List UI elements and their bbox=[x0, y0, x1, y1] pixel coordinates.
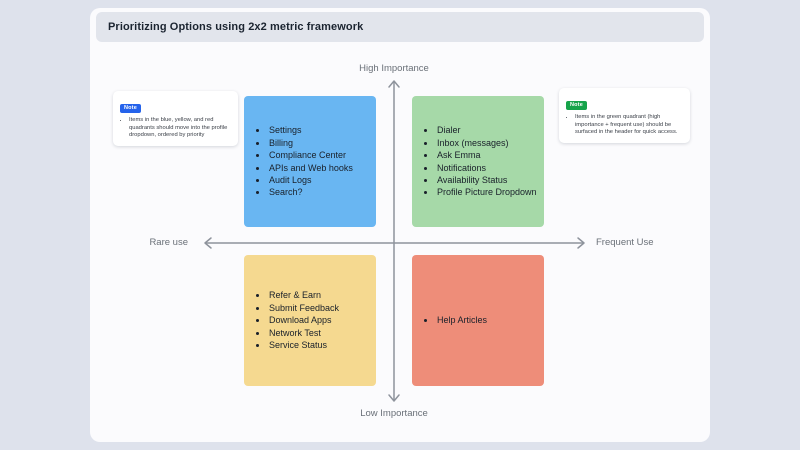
quadrant-green-high-importance-frequent-use[interactable]: DialerInbox (messages)Ask EmmaNotificati… bbox=[412, 96, 544, 227]
note-text-list: Items in the green quadrant (high import… bbox=[566, 114, 683, 137]
quadrant-item: Audit Logs bbox=[268, 174, 372, 186]
quadrant-item-list: Help Articles bbox=[412, 314, 544, 326]
axis-label-frequent-use: Frequent Use bbox=[596, 237, 654, 248]
quadrant-item: Notifications bbox=[436, 162, 540, 174]
note-text: Items in the blue, yellow, and red quadr… bbox=[129, 117, 231, 140]
axis-label-high-importance: High Importance bbox=[359, 63, 429, 74]
quadrant-item-list: SettingsBillingCompliance CenterAPIs and… bbox=[244, 124, 376, 198]
note-badge: Note bbox=[120, 103, 142, 113]
quadrant-item: APIs and Web hooks bbox=[268, 162, 372, 174]
quadrant-item: Submit Feedback bbox=[268, 302, 372, 314]
quadrant-item: Ask Emma bbox=[436, 149, 540, 161]
quadrant-item: Compliance Center bbox=[268, 149, 372, 161]
note-text-list: Items in the blue, yellow, and red quadr… bbox=[120, 117, 231, 140]
quadrant-item: Help Articles bbox=[436, 314, 540, 326]
quadrant-item: Search? bbox=[268, 186, 372, 198]
note-badge: Note bbox=[566, 100, 588, 110]
board-title-bar: Prioritizing Options using 2x2 metric fr… bbox=[96, 12, 704, 42]
quadrant-item: Billing bbox=[268, 137, 372, 149]
quadrant-item-list: DialerInbox (messages)Ask EmmaNotificati… bbox=[412, 124, 544, 198]
axis-label-low-importance: Low Importance bbox=[360, 408, 428, 419]
quadrant-item: Refer & Earn bbox=[268, 289, 372, 301]
quadrant-item: Inbox (messages) bbox=[436, 137, 540, 149]
quadrant-blue-high-importance-rare-use[interactable]: SettingsBillingCompliance CenterAPIs and… bbox=[244, 96, 376, 227]
sticky-note-left[interactable]: Note Items in the blue, yellow, and red … bbox=[113, 91, 238, 146]
quadrant-item-list: Refer & EarnSubmit FeedbackDownload Apps… bbox=[244, 289, 376, 351]
sticky-note-right[interactable]: Note Items in the green quadrant (high i… bbox=[559, 88, 690, 143]
quadrant-item: Settings bbox=[268, 124, 372, 136]
note-text: Items in the green quadrant (high import… bbox=[575, 114, 683, 137]
quadrant-yellow-low-importance-rare-use[interactable]: Refer & EarnSubmit FeedbackDownload Apps… bbox=[244, 255, 376, 386]
quadrant-item: Network Test bbox=[268, 327, 372, 339]
quadrant-item: Availability Status bbox=[436, 174, 540, 186]
quadrant-red-low-importance-frequent-use[interactable]: Help Articles bbox=[412, 255, 544, 386]
board-title: Prioritizing Options using 2x2 metric fr… bbox=[108, 21, 364, 33]
axis-label-rare-use: Rare use bbox=[149, 237, 188, 248]
quadrant-item: Dialer bbox=[436, 124, 540, 136]
quadrant-item: Service Status bbox=[268, 339, 372, 351]
board-card bbox=[90, 8, 710, 442]
quadrant-item: Profile Picture Dropdown bbox=[436, 186, 540, 198]
quadrant-item: Download Apps bbox=[268, 314, 372, 326]
